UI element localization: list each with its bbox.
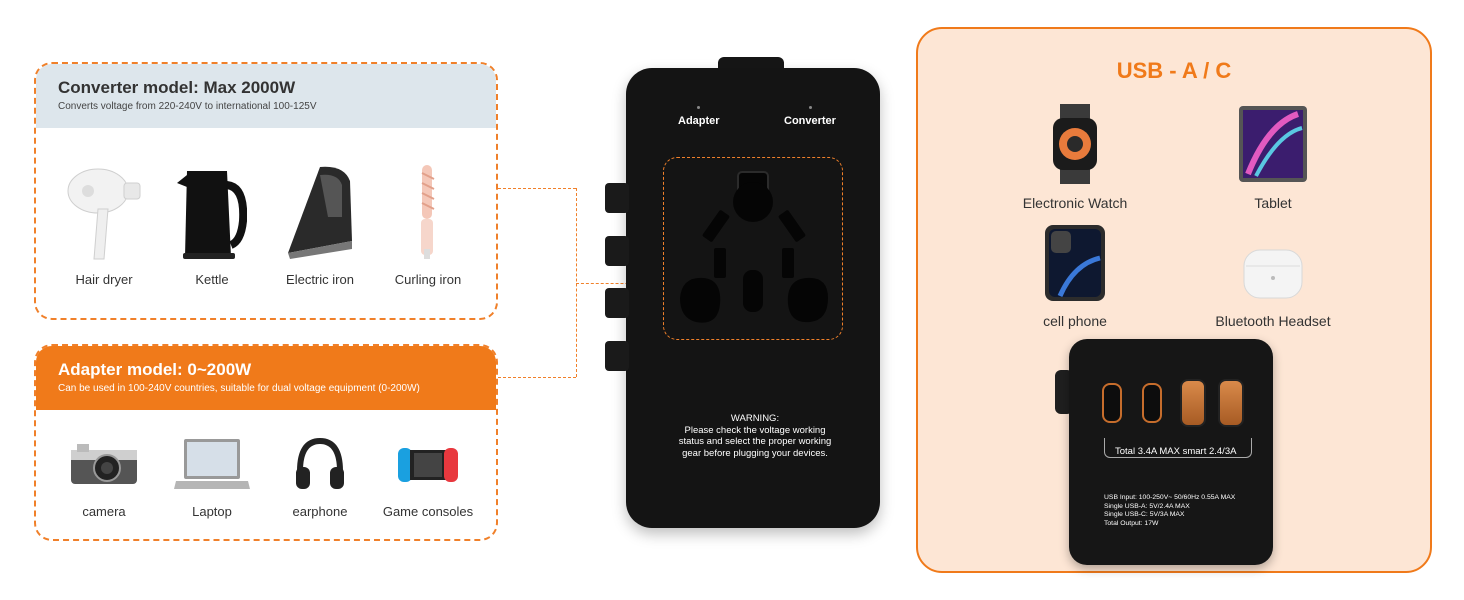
indicator-led: [697, 106, 700, 109]
converter-subtitle: Converts voltage from 220-240V to intern…: [58, 101, 317, 112]
list-item: Bluetooth Headset: [1173, 244, 1373, 329]
warning-line: gear before plugging your devices.: [682, 447, 828, 459]
converter-header: Converter model: Max 2000W Converts volt…: [36, 64, 496, 128]
warning-text: WARNING: Please check the voltage workin…: [650, 413, 860, 459]
indicator-led: [809, 106, 812, 109]
list-item: earphone: [270, 432, 370, 519]
item-label: Tablet: [1254, 195, 1292, 211]
iron-icon: [280, 156, 360, 266]
adapter-header: Adapter model: 0~200W Can be used in 100…: [36, 346, 496, 410]
converter-mode-label: Converter: [784, 115, 836, 127]
list-item: Hair dryer: [54, 156, 154, 287]
spec-line: Single USB-A: 5V/2.4A MAX: [1104, 502, 1190, 510]
kettle-icon: [177, 156, 247, 266]
item-label: Kettle: [195, 272, 229, 287]
list-item: Game consoles: [378, 432, 478, 519]
usb-a-port: [1218, 379, 1244, 427]
adapter-mode-label: Adapter: [678, 115, 720, 127]
adapter-subtitle: Can be used in 100-240V countries, suita…: [58, 383, 420, 394]
side-button: [605, 288, 629, 318]
adapter-panel: Adapter model: 0~200W Can be used in 100…: [34, 344, 498, 541]
side-button: [605, 341, 629, 371]
side-button: [605, 183, 629, 213]
usb-c-port: [1102, 383, 1122, 423]
usb-a-port: [1180, 379, 1206, 427]
warning-line: WARNING:: [730, 413, 780, 424]
side-button: [605, 236, 629, 266]
list-item: camera: [54, 432, 154, 519]
spec-line: Total Output: 17W: [1104, 519, 1159, 527]
usb-adapter-device: [1069, 339, 1273, 565]
item-label: earphone: [292, 504, 348, 519]
item-label: camera: [82, 504, 126, 519]
connector-line: [498, 377, 576, 378]
warning-line: Please check the voltage working: [684, 424, 826, 436]
item-label: Hair dryer: [75, 272, 133, 287]
item-label: cell phone: [1043, 313, 1107, 329]
converter-title: Converter model: Max 2000W: [58, 78, 296, 97]
converter-panel: Converter model: Max 2000W Converts volt…: [34, 62, 498, 320]
camera-icon: [69, 432, 139, 498]
hair-dryer-icon: [64, 156, 144, 266]
warning-line: status and select the proper working: [678, 436, 832, 447]
converter-items: Hair dryer Kettle Electric: [36, 156, 496, 287]
headphone-icon: [292, 432, 348, 498]
usb-total-bracket: Total 3.4A MAX smart 2.4/3A: [1104, 438, 1252, 458]
usb-device-side-button: [1055, 370, 1073, 414]
connector-line: [576, 188, 577, 377]
laptop-icon: [172, 432, 252, 498]
list-item: Tablet: [1173, 104, 1373, 211]
tablet-icon: [1239, 106, 1307, 182]
curling-iron-icon: [408, 156, 448, 266]
list-item: Laptop: [162, 432, 262, 519]
socket-icon: [680, 171, 828, 323]
connector-line: [576, 283, 663, 284]
item-label: Laptop: [192, 504, 232, 519]
item-label: Curling iron: [394, 272, 462, 287]
item-label: Electric iron: [286, 272, 354, 287]
list-item: Electric iron: [270, 156, 370, 287]
list-item: Kettle: [162, 156, 262, 287]
usb-total-text: Total 3.4A MAX smart 2.4/3A: [1115, 446, 1237, 457]
item-label: Electronic Watch: [1022, 195, 1128, 211]
game-console-icon: [396, 432, 460, 498]
item-label: Bluetooth Headset: [1215, 313, 1331, 329]
spec-line: Single USB-C: 5V/3A MAX: [1104, 511, 1185, 519]
usb-spec-text: USB Input: 100-250V~ 50/60Hz 0.55A MAX S…: [1104, 494, 1235, 528]
usb-title: USB - A / C: [1116, 58, 1232, 83]
smartwatch-icon: [1053, 104, 1097, 184]
adapter-title: Adapter model: 0~200W: [58, 360, 252, 379]
earbuds-icon: [1243, 249, 1303, 299]
universal-socket: [663, 157, 843, 340]
connector-line: [498, 188, 576, 189]
list-item: Electronic Watch: [975, 104, 1175, 211]
list-item: cell phone: [975, 224, 1175, 329]
adapter-items: camera Laptop earphone: [36, 432, 496, 519]
phone-icon: [1045, 225, 1105, 301]
usb-c-port: [1142, 383, 1162, 423]
item-label: Game consoles: [382, 504, 474, 519]
list-item: Curling iron: [378, 156, 478, 287]
spec-line: USB Input: 100-250V~ 50/60Hz 0.55A MAX: [1104, 494, 1236, 501]
